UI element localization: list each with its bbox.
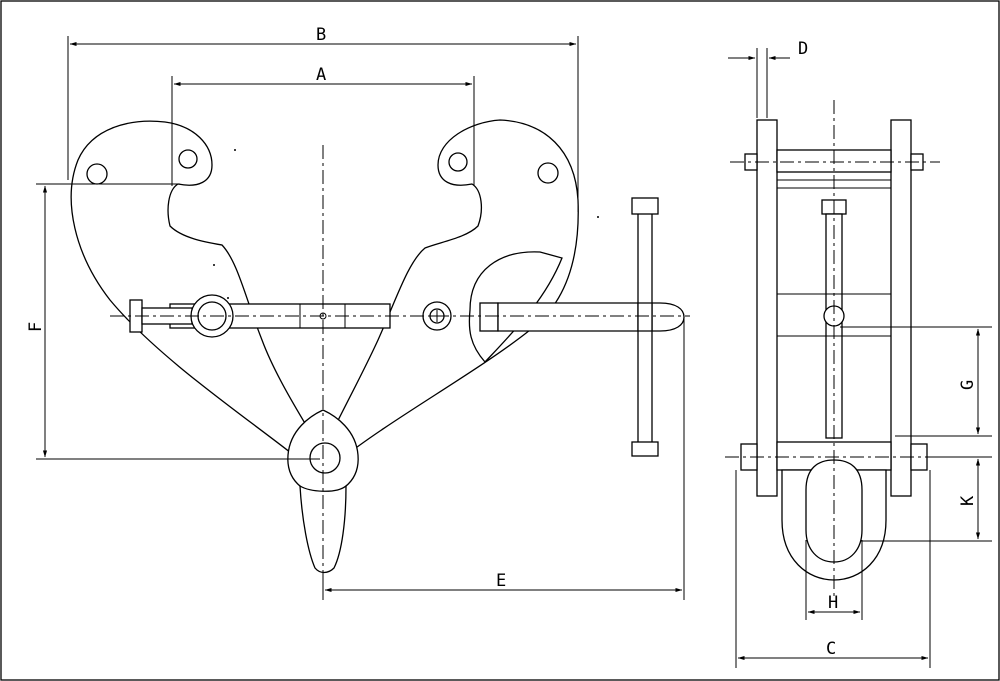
dim-label-g: G: [958, 380, 978, 390]
dim-label-e: E: [496, 571, 506, 591]
right-jaw-outer-hole: [537, 162, 559, 184]
right-jaw-inner-hole: [448, 152, 468, 172]
front-view: [70, 119, 690, 600]
screw-collar: [479, 302, 499, 332]
dim-label-k: K: [958, 495, 978, 506]
right-side-plate: [890, 119, 912, 497]
dim-label-f: F: [26, 322, 46, 332]
side-view-dimensions: D G K H C: [728, 39, 992, 668]
screw-body: [497, 302, 685, 332]
dim-label-h: H: [828, 593, 838, 613]
left-side-plate: [756, 119, 778, 497]
left-jaw-plate: [70, 120, 319, 461]
left-jaw-inner-hole: [178, 149, 198, 169]
shackle-hole: [309, 442, 341, 474]
dim-label-c: C: [826, 639, 836, 659]
front-view-dimensions: B A F E: [26, 25, 685, 600]
dim-label-a: A: [316, 65, 326, 85]
dim-label-d: D: [798, 39, 808, 59]
t-handle-top-knob: [631, 197, 659, 215]
t-handle-bottom-knob: [631, 441, 659, 457]
dim-label-b: B: [316, 25, 326, 45]
side-view: [725, 100, 945, 600]
